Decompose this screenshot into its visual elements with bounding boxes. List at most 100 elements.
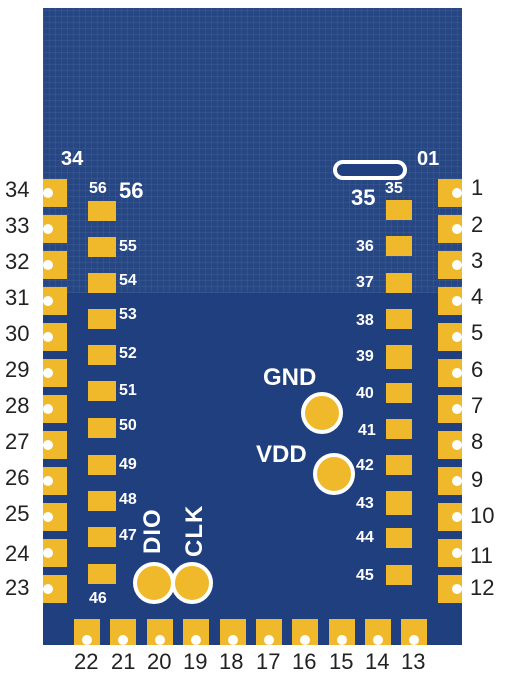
pad-right-2: [438, 215, 462, 243]
gnd-label: GND: [263, 364, 317, 391]
dio-test-point: [133, 562, 175, 604]
pad-hole: [452, 440, 462, 450]
pin-label-11: 11: [470, 543, 493, 568]
pad-inner-56: [88, 201, 116, 221]
pin-label-29: 29: [5, 357, 30, 382]
pad-hole: [82, 635, 92, 645]
pad-left-27: [43, 431, 67, 459]
pin-label-32: 32: [5, 249, 30, 274]
inner-label-46: 46: [89, 590, 107, 607]
pad-hole: [452, 584, 462, 594]
pad-hole: [373, 635, 383, 645]
pad-right-12: [438, 575, 462, 603]
clk-test-point: [171, 562, 213, 604]
pin-label-4: 4: [471, 284, 484, 309]
inner-label-48: 48: [119, 491, 137, 508]
corner-label-top-right: 01: [417, 148, 440, 170]
pad-hole: [452, 404, 462, 414]
pad-bottom-20: [147, 619, 173, 645]
pad-inner-50: [88, 418, 116, 438]
pad-left-29: [43, 359, 67, 387]
antenna-slot: [333, 160, 407, 180]
pad-hole: [300, 635, 310, 645]
pin-label-10: 10: [470, 503, 495, 528]
pcb-board: 34 01 56 56 55 54 53 52 5: [43, 8, 462, 645]
pin-label-13: 13: [401, 649, 426, 674]
pad-bottom-16: [292, 619, 318, 645]
pin-label-21: 21: [111, 649, 136, 674]
pin-label-7: 7: [471, 393, 484, 418]
inner-label-36: 36: [356, 238, 374, 255]
corner-label-top-left: 34: [61, 148, 84, 170]
dio-label: DIO: [139, 508, 166, 554]
pad-hole: [452, 512, 462, 522]
pad-inner-55: [88, 237, 116, 257]
pad-inner-48: [88, 491, 116, 511]
pin-label-2: 2: [471, 212, 484, 237]
inner-label-38: 38: [356, 312, 374, 329]
pin-label-33: 33: [5, 213, 30, 238]
pad-hole: [118, 635, 128, 645]
pad-hole: [43, 296, 53, 306]
inner-label-39: 39: [356, 348, 374, 365]
pad-hole: [409, 635, 419, 645]
pad-right-5: [438, 323, 462, 351]
pin-label-22: 22: [74, 649, 99, 674]
inner-label-54: 54: [119, 272, 137, 289]
inner-label-40: 40: [356, 385, 374, 402]
pad-inner-49: [88, 455, 116, 475]
pad-hole: [452, 332, 462, 342]
pin-label-9: 9: [471, 467, 484, 492]
pin-label-8: 8: [471, 429, 484, 454]
pad-hole: [452, 368, 462, 378]
pin-label-1: 1: [471, 175, 484, 200]
pad-right-1: [438, 179, 462, 207]
pin-label-17: 17: [256, 649, 281, 674]
pad-bottom-13: [401, 619, 427, 645]
pin-label-16: 16: [292, 649, 317, 674]
pad-hole: [43, 224, 53, 234]
pad-inner-45: [386, 565, 412, 585]
pin-label-19: 19: [183, 649, 208, 674]
pad-left-30: [43, 323, 67, 351]
pad-hole: [264, 635, 274, 645]
pad-inner-47: [88, 527, 116, 547]
pad-hole: [43, 368, 53, 378]
pad-bottom-17: [256, 619, 282, 645]
pad-inner-36: [386, 236, 412, 256]
pin-label-15: 15: [329, 649, 354, 674]
pad-inner-53: [88, 309, 116, 329]
pad-bottom-19: [183, 619, 209, 645]
pin-label-28: 28: [5, 393, 30, 418]
pin-label-6: 6: [471, 357, 484, 382]
inner-label-45: 45: [356, 567, 374, 584]
pad-inner-40: [386, 383, 412, 403]
pad-left-23: [43, 575, 67, 603]
pad-left-24: [43, 539, 67, 567]
pad-hole: [43, 476, 53, 486]
pad-hole: [228, 635, 238, 645]
pad-left-32: [43, 251, 67, 279]
pad-hole: [155, 635, 165, 645]
inner-label-50: 50: [119, 417, 137, 434]
pad-right-8: [438, 431, 462, 459]
pad-bottom-18: [220, 619, 246, 645]
pad-bottom-14: [365, 619, 391, 645]
pad-left-33: [43, 215, 67, 243]
inner-label-55: 55: [119, 238, 137, 255]
pad-inner-38: [386, 309, 412, 329]
pad-inner-51: [88, 381, 116, 401]
pad-left-28: [43, 395, 67, 423]
pin-label-30: 30: [5, 321, 30, 346]
pad-right-11: [438, 539, 462, 567]
pad-inner-54: [88, 273, 116, 293]
pin-label-24: 24: [5, 541, 30, 566]
pad-left-31: [43, 287, 67, 315]
pad-bottom-21: [110, 619, 136, 645]
pad-right-10: [438, 503, 462, 531]
pin-label-20: 20: [147, 649, 172, 674]
inner-label-52: 52: [119, 345, 137, 362]
pad-hole: [452, 224, 462, 234]
pin-label-5: 5: [471, 320, 484, 345]
pad-hole: [43, 584, 53, 594]
